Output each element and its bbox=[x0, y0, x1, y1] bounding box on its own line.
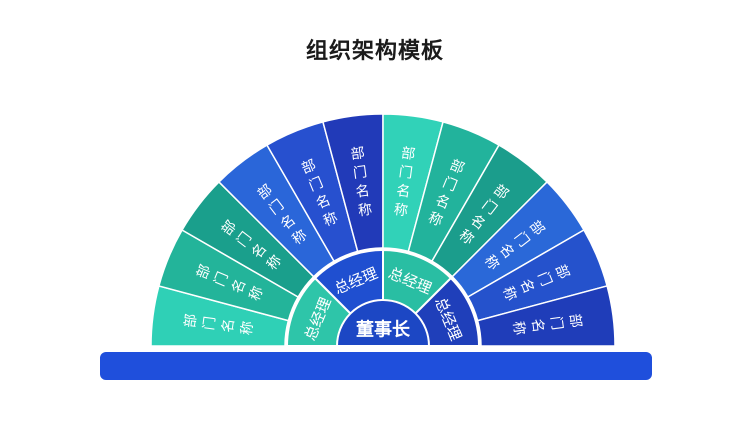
svg-text:称: 称 bbox=[426, 210, 445, 230]
svg-text:门: 门 bbox=[398, 164, 414, 182]
department-segment[interactable] bbox=[430, 144, 549, 278]
department-segment[interactable] bbox=[265, 120, 359, 263]
svg-text:门: 门 bbox=[534, 270, 554, 289]
department-segment[interactable] bbox=[157, 228, 300, 322]
page-title: 组织架构模板 bbox=[305, 39, 444, 64]
svg-text:称: 称 bbox=[239, 320, 257, 336]
chairman-label: 董事长 bbox=[356, 319, 411, 341]
base-bar bbox=[100, 352, 652, 380]
svg-text:称: 称 bbox=[247, 284, 267, 303]
svg-text:部: 部 bbox=[350, 145, 366, 163]
svg-text:部: 部 bbox=[182, 313, 200, 329]
manager-ring: 总经理总经理总经理总经理 bbox=[285, 248, 481, 347]
department-segment[interactable] bbox=[150, 285, 290, 347]
svg-text:名: 名 bbox=[314, 192, 333, 212]
svg-text:名: 名 bbox=[528, 318, 546, 334]
department-segment[interactable] bbox=[451, 180, 585, 299]
chairman-segment[interactable] bbox=[335, 299, 431, 347]
department-label: 部门名称 bbox=[182, 313, 256, 336]
svg-text:门: 门 bbox=[440, 175, 459, 195]
svg-text:门: 门 bbox=[352, 164, 368, 182]
svg-text:部: 部 bbox=[552, 262, 572, 281]
svg-text:名: 名 bbox=[517, 277, 537, 296]
svg-text:名: 名 bbox=[433, 192, 452, 212]
svg-text:部: 部 bbox=[194, 262, 214, 281]
svg-text:门: 门 bbox=[212, 270, 232, 289]
department-ring: 部门名称部门名称部门名称部门名称部门名称部门名称部门名称部门名称部门名称部门名称… bbox=[150, 113, 616, 347]
department-segment[interactable] bbox=[407, 120, 501, 263]
svg-text:名: 名 bbox=[395, 183, 411, 201]
svg-text:称: 称 bbox=[393, 202, 409, 220]
department-segment[interactable] bbox=[476, 285, 616, 347]
svg-text:门: 门 bbox=[547, 315, 565, 331]
department-segment[interactable] bbox=[322, 113, 384, 253]
svg-text:称: 称 bbox=[321, 210, 340, 230]
department-segment[interactable] bbox=[466, 228, 609, 322]
department-segment[interactable] bbox=[217, 144, 336, 278]
svg-text:名: 名 bbox=[355, 183, 371, 201]
chairman-center: 董事长 bbox=[335, 299, 431, 347]
svg-text:称: 称 bbox=[357, 202, 373, 220]
svg-text:称: 称 bbox=[509, 320, 527, 336]
department-segment[interactable] bbox=[181, 180, 315, 299]
svg-text:门: 门 bbox=[201, 315, 219, 331]
svg-text:部: 部 bbox=[400, 145, 416, 163]
svg-text:名: 名 bbox=[229, 277, 249, 296]
svg-text:部: 部 bbox=[299, 157, 318, 177]
svg-text:门: 门 bbox=[307, 175, 326, 195]
department-segment[interactable] bbox=[382, 113, 444, 253]
svg-text:部: 部 bbox=[448, 157, 467, 177]
svg-text:称: 称 bbox=[499, 284, 519, 303]
svg-text:部: 部 bbox=[566, 313, 584, 329]
svg-text:名: 名 bbox=[220, 318, 238, 334]
